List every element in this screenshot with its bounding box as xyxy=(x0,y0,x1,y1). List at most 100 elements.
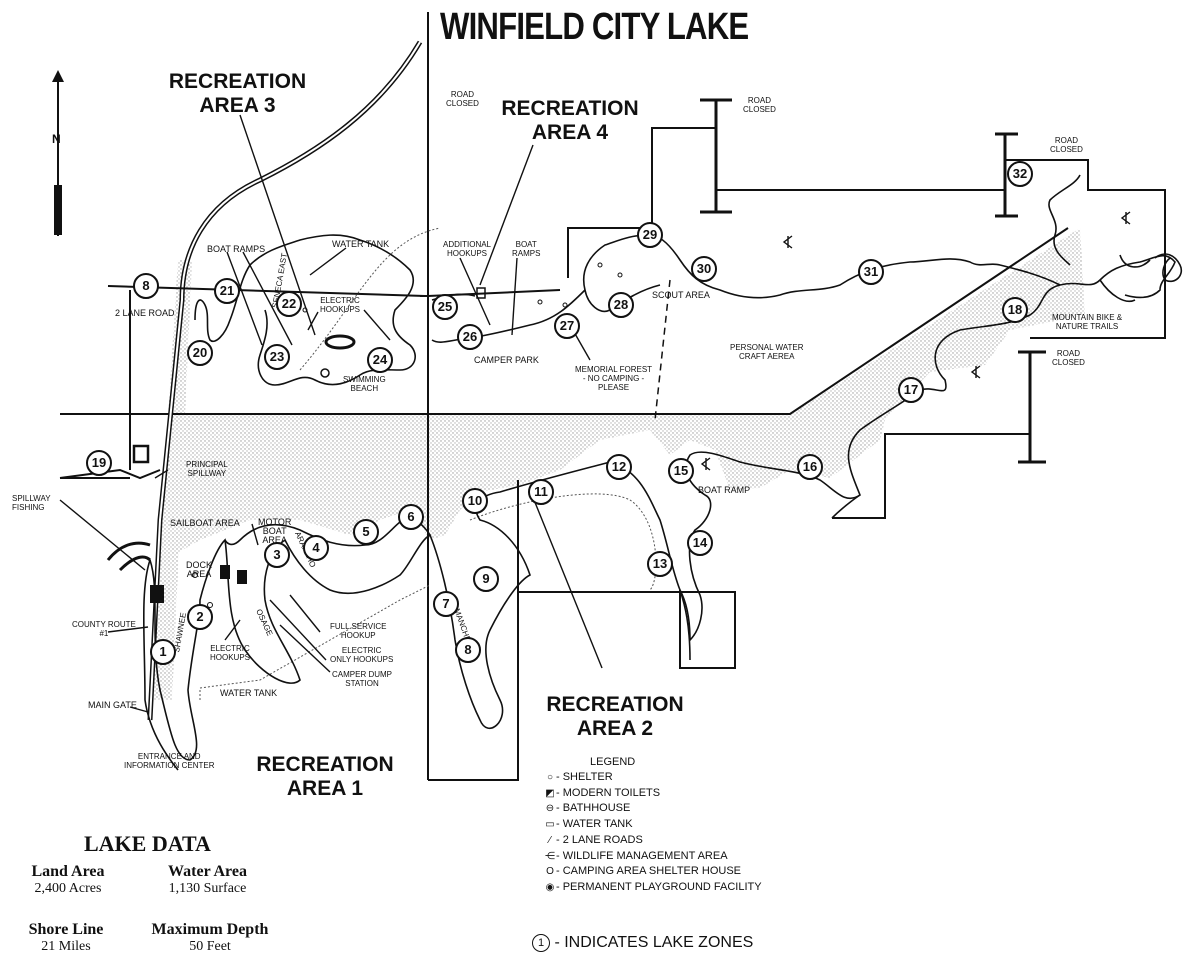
map-title: WINFIELD CITY LAKE xyxy=(440,6,749,48)
lake-zone-27: 27 xyxy=(554,313,580,339)
legend-item: ⋲- WILDLIFE MANAGEMENT AREA xyxy=(544,849,762,865)
county-route-label: COUNTY ROUTE#1 xyxy=(72,620,136,638)
lake-zone-31: 31 xyxy=(858,259,884,285)
lake-zone-28: 28 xyxy=(608,292,634,318)
lake-zone-11: 11 xyxy=(528,479,554,505)
lake-zone-14: 14 xyxy=(687,530,713,556)
legend-item: O- CAMPING AREA SHELTER HOUSE xyxy=(544,864,762,880)
legend-item: ○- SHELTER xyxy=(544,770,762,786)
north-label: N xyxy=(52,132,61,146)
pointer-lines xyxy=(59,114,603,713)
legend-item: ◩- MODERN TOILETS xyxy=(544,786,762,802)
legend-item: ⊖- BATHHOUSE xyxy=(544,801,762,817)
north-arrow xyxy=(52,70,64,236)
lake-shoreline xyxy=(142,174,1183,771)
lake-zone-10: 10 xyxy=(462,488,488,514)
lake-zone-29: 29 xyxy=(637,222,663,248)
lake-zone-30: 30 xyxy=(691,256,717,282)
boat-ramps-label: BOAT RAMPS xyxy=(207,244,266,254)
property-boundary xyxy=(59,12,1166,781)
legend-item: ▭- WATER TANK xyxy=(544,817,762,833)
boat-ramp-label: BOAT RAMP xyxy=(698,485,751,495)
sailboat-area-label: SAILBOAT AREA xyxy=(170,518,240,528)
lake-zone-7: 7 xyxy=(433,591,459,617)
lake-zone-2: 2 xyxy=(187,604,213,630)
lake-zone-21: 21 xyxy=(214,278,240,304)
county-route-1 xyxy=(147,40,423,721)
shaded-land-area-2 xyxy=(430,228,1085,540)
lake-zone-18: 18 xyxy=(1002,297,1028,323)
lake-zones-note: 1 - INDICATES LAKE ZONES xyxy=(532,934,753,952)
shelter-icon: ○ xyxy=(546,772,554,783)
dotted-roads xyxy=(199,227,657,700)
legend-item: ◉- PERMANENT PLAYGROUND FACILITY xyxy=(544,880,762,896)
lake-zone-4: 4 xyxy=(303,535,329,561)
legend-title: LEGEND xyxy=(590,756,636,768)
scout-area-label: SCOUT AREA xyxy=(652,290,710,300)
lake-zone-19: 19 xyxy=(86,450,112,476)
lake-zone-17: 17 xyxy=(898,377,924,403)
bathhouse-icon: ⊖ xyxy=(545,803,555,815)
two-lane-road-label: 2 LANE ROAD xyxy=(115,308,175,318)
mountain-bike-label: MOUNTAIN BIKE &NATURE TRAILS xyxy=(1052,313,1123,331)
lake-zone-12: 12 xyxy=(606,454,632,480)
playground-icon: ◉ xyxy=(545,881,555,893)
lake-zone-26: 26 xyxy=(457,324,483,350)
wildlife-management-icons xyxy=(700,211,1131,471)
facility-marks xyxy=(150,262,623,608)
modern-toilets-icon: ◩ xyxy=(545,787,555,799)
lake-zone-8-road: 8 xyxy=(133,273,159,299)
lake-zone-9: 9 xyxy=(473,566,499,592)
lake-zone-6: 6 xyxy=(398,504,424,530)
water-tank-label: WATER TANK xyxy=(332,239,390,249)
wildlife-icon: ⋲ xyxy=(545,850,555,862)
camper-park-label: CAMPER PARK xyxy=(474,355,539,365)
lake-zone-25: 25 xyxy=(432,294,458,320)
lake-zone-5: 5 xyxy=(353,519,379,545)
legend: ○- SHELTER ◩- MODERN TOILETS ⊖- BATHHOUS… xyxy=(544,770,762,896)
lake-zone-3: 3 xyxy=(264,542,290,568)
memorial-forest-label: MEMORIAL FOREST- NO CAMPING -PLEASE xyxy=(575,365,653,392)
lake-zone-23: 23 xyxy=(264,344,290,370)
lake-zone-24: 24 xyxy=(367,347,393,373)
road-closed-bars xyxy=(700,98,1046,464)
water-tank-icon: ▭ xyxy=(545,819,555,831)
zone-sample-icon: 1 xyxy=(532,934,550,952)
lake-zone-22: 22 xyxy=(276,291,302,317)
lake-zone-16: 16 xyxy=(797,454,823,480)
water-tank-label: WATER TANK xyxy=(220,688,278,698)
lake-zone-13: 13 xyxy=(647,551,673,577)
lake-data-title: LAKE DATA xyxy=(84,831,211,856)
legend-item: ⁄- 2 LANE ROADS xyxy=(544,833,762,849)
lake-zone-8: 8 xyxy=(455,637,481,663)
lake-zone-20: 20 xyxy=(187,340,213,366)
lake-zone-1: 1 xyxy=(150,639,176,665)
road-icon: ⁄ xyxy=(549,834,551,846)
